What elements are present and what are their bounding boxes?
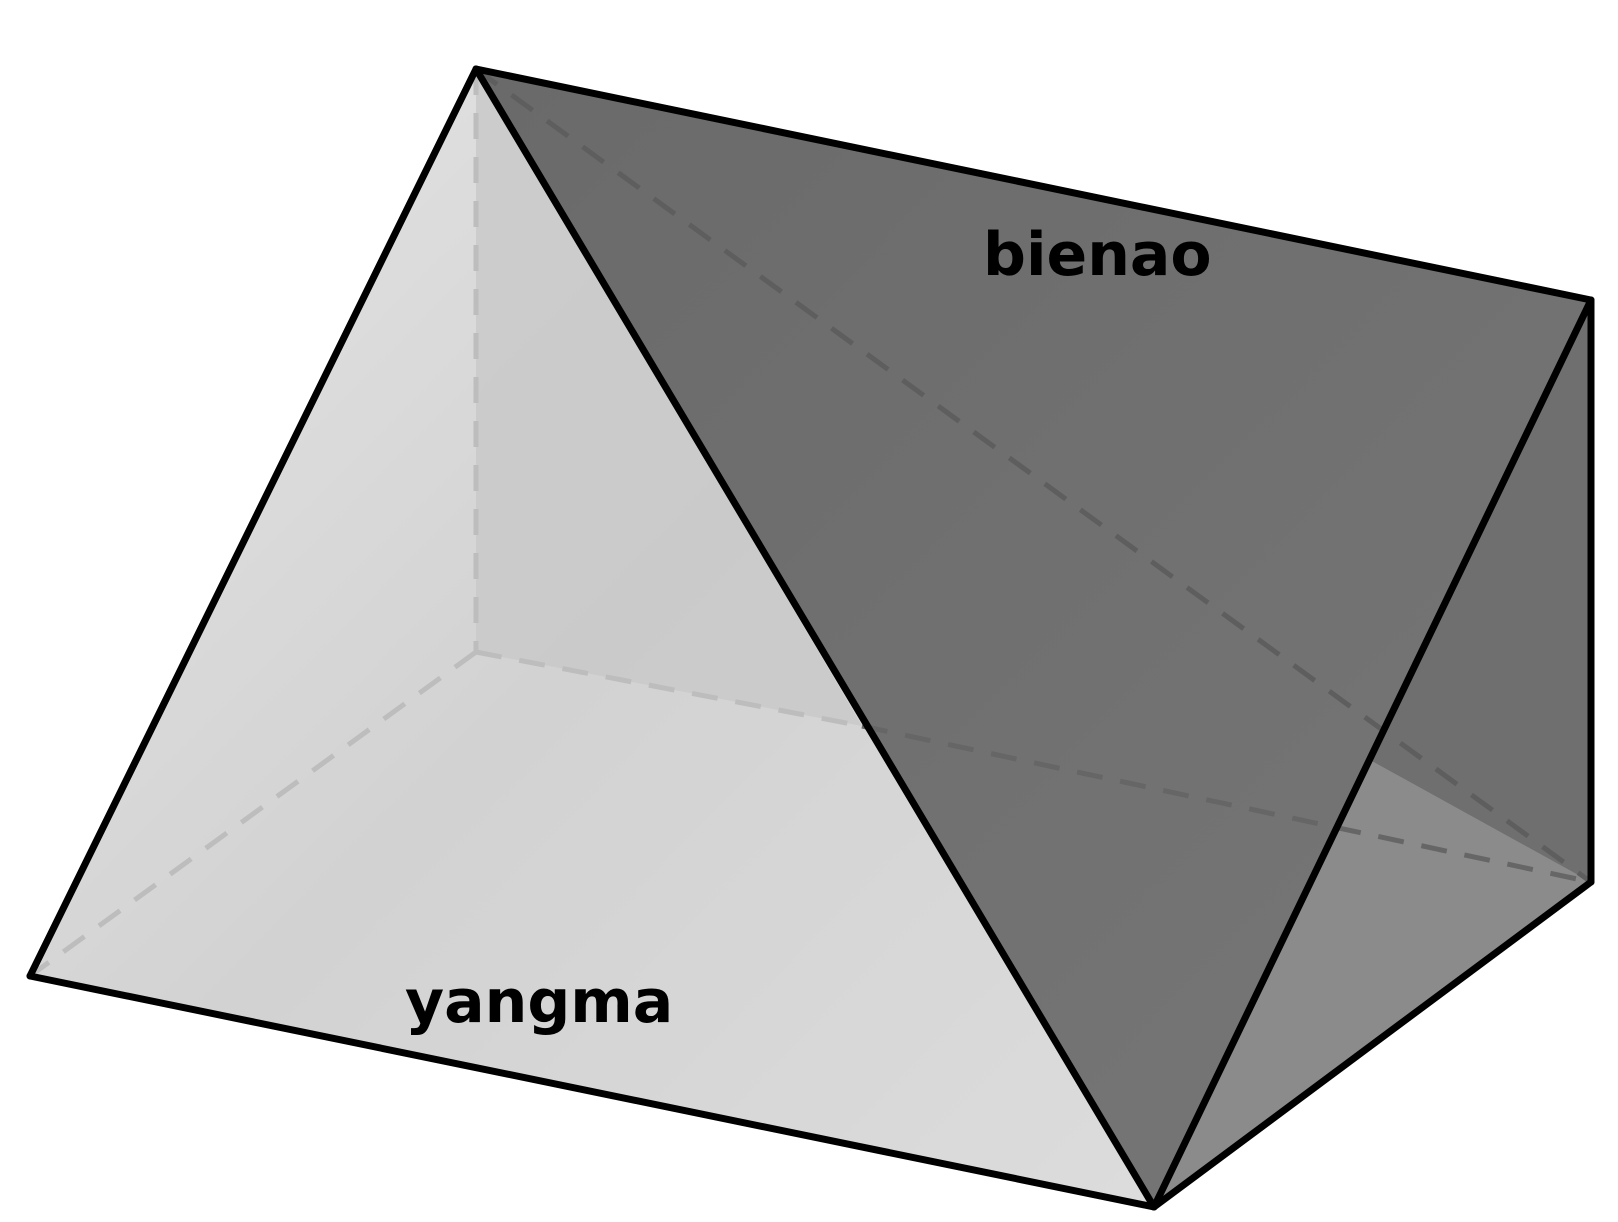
label-bienao: bienao [983, 220, 1212, 290]
hidden-edge-left-base [28, 649, 478, 979]
edge-bottom-right [1150, 878, 1595, 1211]
hidden-edge-back-base-light [475, 649, 863, 729]
bienao-face [476, 69, 1591, 1207]
edge-bottom-front [26, 972, 1158, 1211]
edge-top-ridge [472, 65, 1595, 304]
label-yangma: yangma [405, 967, 673, 1037]
edge-apex-front [472, 65, 1158, 1211]
edge-apex-left [26, 65, 480, 980]
hidden-edge-back-base-dark [861, 723, 1592, 885]
bottom-right-highlight [1154, 760, 1591, 1207]
right-side-face [1370, 300, 1591, 882]
edge-right-diagonal [1150, 296, 1595, 1211]
hidden-edge-diagonal [474, 66, 1593, 885]
